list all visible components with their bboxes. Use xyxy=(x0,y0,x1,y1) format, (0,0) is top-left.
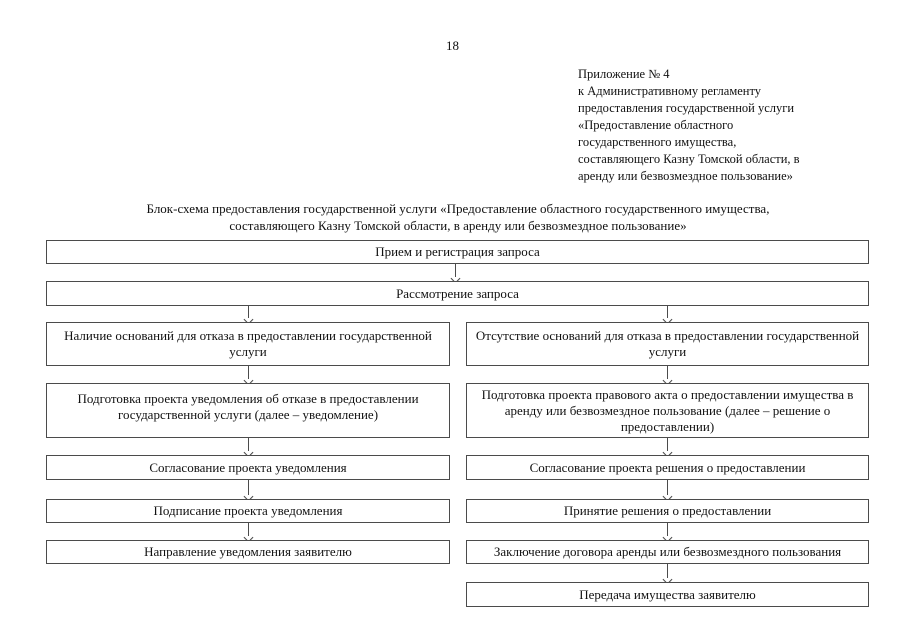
flow-arrow-down xyxy=(248,523,249,536)
flow-box-label: Подписание проекта уведомления xyxy=(153,503,343,518)
flow-box-label: Передача имущества заявителю xyxy=(579,586,756,602)
flow-box-label: Подготовка проекта уведомления об отказе… xyxy=(77,391,419,422)
appendix-line: государственного имущества, xyxy=(578,135,737,149)
flow-box-no-refusal-grounds: Отсутствие оснований для отказа в предос… xyxy=(466,322,869,366)
flow-box-label: Направление уведомления заявителю xyxy=(144,544,352,559)
appendix-line: Приложение № 4 xyxy=(578,67,670,81)
flow-box-label: Прием и регистрация запроса xyxy=(375,244,540,259)
flow-arrow-down xyxy=(667,306,668,318)
flow-box-label: Принятие решения о предоставлении xyxy=(563,503,772,518)
flow-arrow-down xyxy=(248,306,249,318)
flow-box-refusal-grounds: Наличие оснований для отказа в предостав… xyxy=(46,322,450,366)
flow-arrow-down xyxy=(667,564,668,578)
flow-box-transfer-property: Передача имущества заявителю xyxy=(466,582,869,607)
flow-arrow-down xyxy=(667,480,668,495)
appendix-line: предоставления государственной услуги xyxy=(578,101,795,115)
flow-box-label: Согласование проекта решения о предостав… xyxy=(529,459,806,475)
flow-box-label: Согласование проекта уведомления xyxy=(149,459,347,475)
flow-box-approve-notice: Согласование проекта уведомления xyxy=(46,455,450,480)
flow-box-sign-notice: Подписание проекта уведомления xyxy=(46,499,450,523)
flow-box-label: Рассмотрение запроса xyxy=(396,285,519,301)
flow-box-label: Подготовка проекта правового акта о пред… xyxy=(481,386,854,434)
flow-arrow-down xyxy=(667,366,668,379)
flowchart-title-line: Блок-схема предоставления государственно… xyxy=(146,201,770,216)
appendix-block: Приложение № 4 к Административному регла… xyxy=(578,66,890,185)
flow-box-conclude-contract: Заключение договора аренды или безвозмез… xyxy=(466,540,869,564)
appendix-line: к Административному регламенту xyxy=(578,84,762,98)
flow-box-label: Наличие оснований для отказа в предостав… xyxy=(64,328,432,359)
flow-arrow-down xyxy=(248,438,249,451)
flowchart-title-line: составляющего Казну Томской области, в а… xyxy=(229,218,687,233)
flow-arrow-down xyxy=(248,366,249,379)
flow-arrow-down xyxy=(248,480,249,495)
appendix-line: «Предоставление областного xyxy=(578,118,734,132)
flow-box-reception-registration: Прием и регистрация запроса xyxy=(46,240,869,264)
flow-box-review-request: Рассмотрение запроса xyxy=(46,281,869,306)
appendix-line: аренду или безвозмездное пользование» xyxy=(578,169,793,183)
flow-box-approve-decision: Согласование проекта решения о предостав… xyxy=(466,455,869,480)
flow-arrow-down xyxy=(667,523,668,536)
appendix-line: составляющего Казну Томской области, в xyxy=(578,152,800,166)
flowchart-title: Блок-схема предоставления государственно… xyxy=(46,200,870,234)
flow-box-prepare-legal-act: Подготовка проекта правового акта о пред… xyxy=(466,383,869,438)
flow-arrow-down xyxy=(455,264,456,277)
flow-box-make-decision: Принятие решения о предоставлении xyxy=(466,499,869,523)
flow-box-send-notice: Направление уведомления заявителю xyxy=(46,540,450,564)
page-number: 18 xyxy=(446,38,459,53)
flow-arrow-down xyxy=(667,438,668,451)
flow-box-label: Заключение договора аренды или безвозмез… xyxy=(493,544,842,559)
flow-box-label: Отсутствие оснований для отказа в предос… xyxy=(475,328,860,359)
flow-box-prepare-refusal-notice: Подготовка проекта уведомления об отказе… xyxy=(46,383,450,438)
